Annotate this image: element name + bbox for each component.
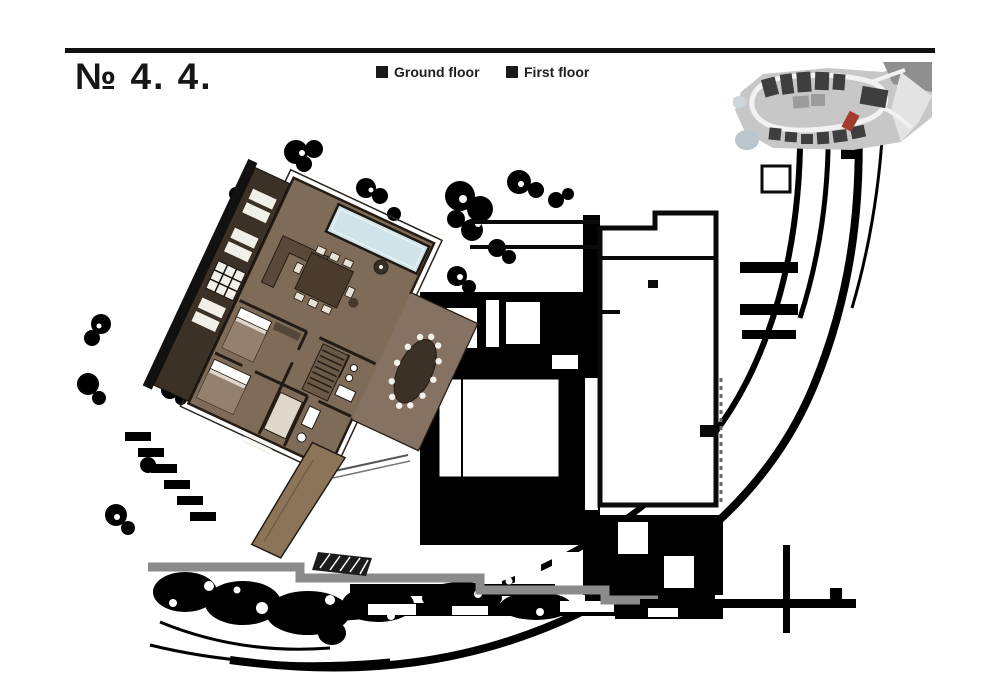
pool	[324, 202, 431, 276]
minimap-path-wedge	[891, 72, 932, 142]
entry-steps	[242, 432, 274, 455]
minimap-highlighted-plot	[841, 110, 860, 132]
bathrooms	[296, 364, 358, 443]
legend-item-1: Ground floor	[376, 64, 480, 80]
bottom-vegetation-gaps	[169, 577, 678, 620]
minimap-buildings	[760, 71, 889, 145]
page-title: № 4. 4.	[75, 56, 213, 97]
spa-grid-icon	[205, 260, 247, 302]
wardrobe	[272, 321, 302, 341]
location-minimap	[733, 62, 932, 150]
road-steps	[740, 262, 798, 339]
legend-swatch-icon	[376, 66, 388, 78]
living-dining	[260, 235, 389, 316]
hatched-crossing	[312, 552, 372, 576]
legend-label: Ground floor	[394, 64, 480, 80]
legend-swatch-icon	[506, 66, 518, 78]
oval-lounge	[388, 333, 442, 409]
garden-steps	[125, 432, 216, 521]
minimap-water	[735, 130, 759, 150]
sun-deck	[153, 166, 291, 402]
dining-table	[294, 251, 355, 309]
interior-walls	[214, 299, 377, 447]
survey-cross	[640, 545, 856, 633]
legend-item-2: First floor	[506, 64, 589, 80]
small-outbuilding	[760, 164, 792, 194]
header-rule	[65, 48, 935, 53]
sun-loungers	[191, 188, 277, 332]
stairs	[301, 343, 350, 402]
sofa	[260, 235, 330, 289]
hedge-shadow	[142, 158, 258, 390]
contour-lines	[149, 620, 391, 666]
gray-road-edge	[148, 454, 658, 605]
bedrooms	[196, 306, 304, 440]
legend-label: First floor	[524, 64, 590, 80]
dining-chairs	[292, 244, 356, 316]
driveway	[250, 441, 347, 559]
neighbor-building	[470, 164, 792, 508]
side-table	[348, 297, 359, 308]
villa-plan	[142, 158, 479, 559]
